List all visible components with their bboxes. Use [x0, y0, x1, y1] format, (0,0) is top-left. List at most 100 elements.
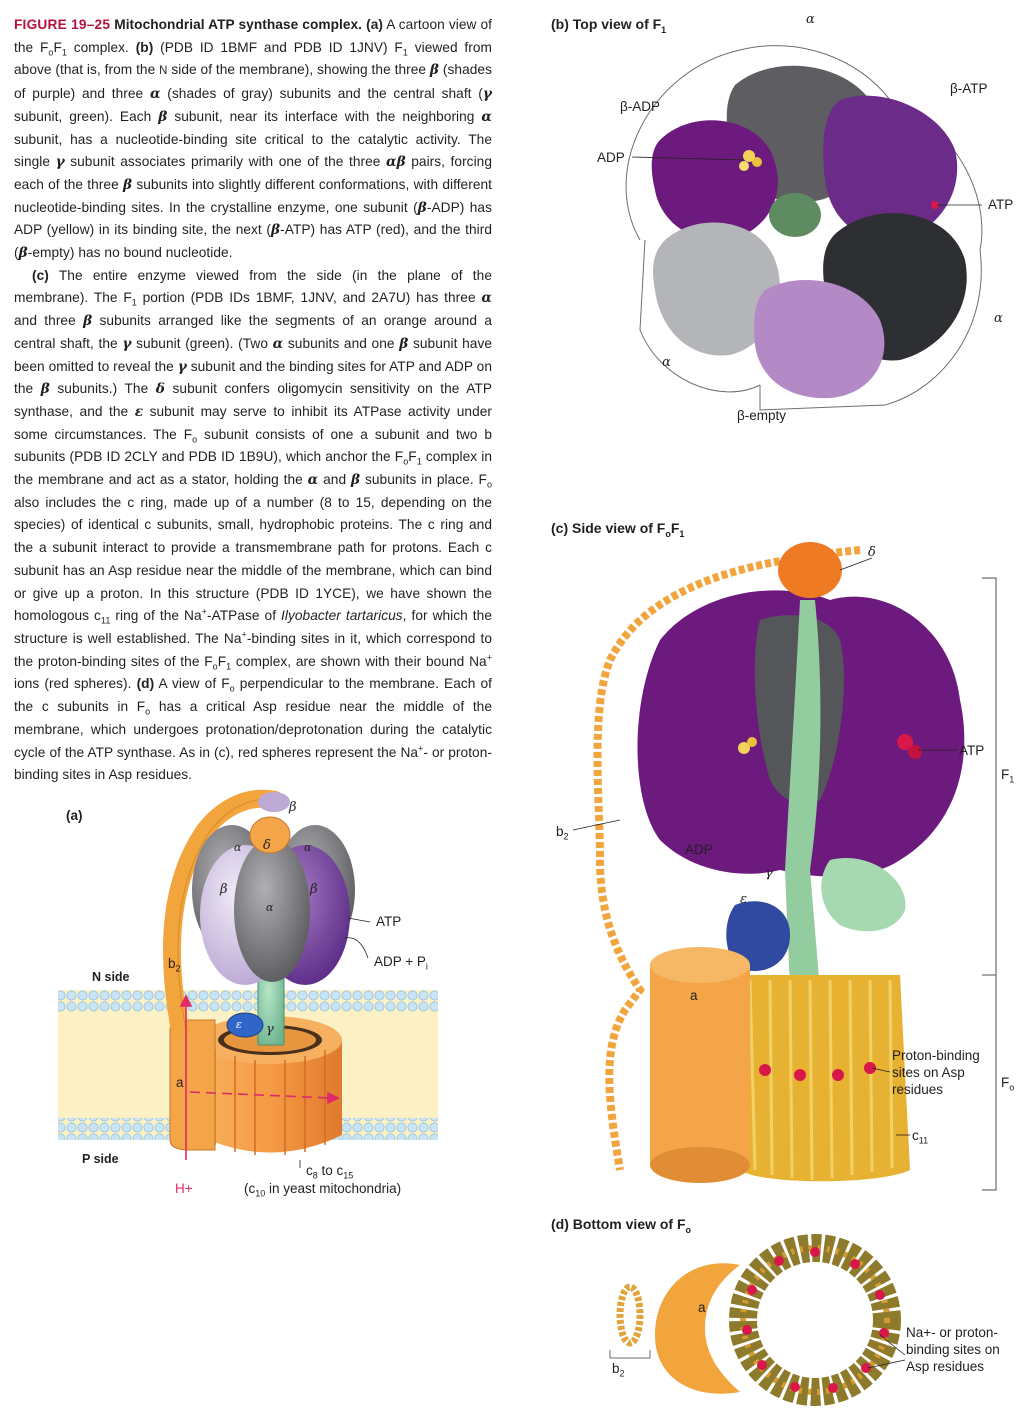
greek-symbol: β — [417, 199, 427, 216]
label-beta-adp: β-ADP — [620, 99, 660, 114]
subscript: 15 — [343, 1170, 354, 1181]
label-binding-sites-bottom: Na+- or proton-binding sites on Asp resi… — [906, 1325, 1000, 1374]
caption-text: complex. — [66, 39, 129, 55]
label-atp-top: ATP — [988, 197, 1014, 212]
label-a-side: a — [690, 988, 698, 1003]
caption-text: -empty) has no bound nucleotide. — [27, 245, 233, 261]
caption-text: - or proton-binding sites in Asp residue… — [14, 744, 492, 783]
greek-symbol: α — [481, 290, 492, 307]
greek-symbol: β — [350, 472, 361, 489]
subscript: 1 — [679, 528, 685, 539]
c-ring-bottom — [729, 1234, 901, 1406]
caption-text: subunit, near its interface with the nei… — [167, 108, 482, 124]
a-subunit-crescent — [655, 1263, 740, 1394]
figure-label: FIGURE 19–25 — [14, 17, 111, 32]
label-beta-atp: β-ATP — [950, 81, 988, 96]
caption-text: subunits and one — [283, 335, 400, 351]
label-text: F — [1001, 767, 1010, 782]
greek-symbol: α — [481, 108, 492, 125]
label-atp: ATP — [376, 914, 402, 929]
caption-text: The entire enzyme viewed from the side (… — [14, 267, 492, 306]
caption-text: complex, are shown with their bound Na — [231, 653, 487, 669]
label-beta-right: β — [310, 882, 318, 897]
panel-tag-a: (a) — [366, 17, 383, 32]
label-text: β-empty — [737, 408, 787, 423]
panel-c-title: (c) Side view of FoF1 — [551, 520, 685, 539]
label-fo: Fo — [1001, 1075, 1014, 1092]
proton-path — [179, 994, 340, 1160]
delta-subunit — [778, 542, 842, 598]
superscript: + — [241, 629, 247, 640]
caption-text: -ATP) has ATP (red), and the third ( — [14, 222, 492, 261]
label-c-ring-yeast: (c10 in yeast mitochondria) — [244, 1181, 402, 1199]
label-text: β-ADP — [620, 99, 661, 114]
caption-text: -ATPase of — [206, 608, 282, 624]
greek-symbol: α — [272, 335, 284, 352]
label-adp-side: ADP — [685, 842, 713, 857]
panel-tag-c: (c) — [32, 267, 49, 283]
caption-text: viewed from above (that is, from the — [14, 39, 492, 78]
gamma-subunit-center — [769, 193, 821, 237]
caption-text: subunit, has a nucleotide-binding site c… — [14, 131, 492, 170]
label-text: to c — [317, 1163, 344, 1178]
alpha-subunit-left — [653, 222, 780, 356]
label-text: in yeast mitochondria) — [265, 1181, 402, 1196]
label-alpha-right: α — [994, 311, 1003, 326]
caption-text: subunit consists of one a subunit and tw… — [14, 426, 492, 465]
greek-symbol: β — [122, 176, 133, 193]
label-proton-binding-sites: Proton-binding sites on Asp residues — [892, 1048, 980, 1097]
label-b2-bottom: b2 — [612, 1361, 625, 1378]
subscript: 10 — [255, 1188, 266, 1199]
caption-text: (shades of purple) and three — [14, 62, 492, 102]
label-beta-top: β — [289, 800, 297, 815]
label-delta: δ — [263, 838, 271, 853]
label-adp-top: ADP — [597, 150, 625, 165]
subscript: 11 — [100, 616, 111, 627]
caption-paragraph-1: FIGURE 19–25 Mitochondrial ATP synthase … — [14, 17, 493, 262]
greek-symbol: β — [83, 313, 93, 330]
label-h-plus: H+ — [175, 1181, 193, 1196]
label-a-subunit: a — [176, 1075, 184, 1090]
caption-text: perpendicular to the membrane. Each of t… — [14, 676, 492, 715]
caption-text: subunits in place. F — [360, 472, 487, 488]
greek-symbol: β — [18, 245, 28, 262]
superscript: + — [486, 652, 492, 663]
b2-helix-bottom — [616, 1283, 644, 1347]
caption-text: side of the membrane), showing the three — [167, 62, 430, 78]
subscript: 1 — [226, 661, 232, 672]
adp-side — [738, 737, 757, 754]
subscript: o — [403, 457, 409, 468]
panel-d-title-text: (d) Bottom view of F — [551, 1216, 686, 1232]
subscript: 1 — [61, 47, 67, 58]
label-b2: b2 — [168, 956, 181, 973]
subscript: o — [486, 479, 493, 490]
caption-text: also includes the c ring, made up of a n… — [14, 494, 492, 624]
greek-symbol: αβ — [385, 154, 406, 171]
label-delta-side: δ — [868, 545, 876, 560]
label-alpha-right: α — [304, 841, 312, 854]
greek-symbol: β — [399, 335, 409, 352]
caption-text: has a critical Asp residue near the midd… — [14, 699, 492, 760]
greek-symbol: δ — [155, 381, 165, 398]
label-text: (c — [244, 1181, 256, 1196]
label-b2-text: b — [168, 956, 176, 971]
atp-molecule — [931, 201, 939, 209]
caption-text: subunit have been omitted to reveal the — [14, 335, 492, 374]
small-caps-text: N — [159, 65, 168, 78]
subscript: 1 — [402, 47, 408, 58]
greek-symbol: β — [271, 222, 281, 239]
caption-text: A view of F — [154, 676, 230, 692]
panel-c-title-text: F — [670, 520, 680, 536]
superscript: + — [418, 742, 424, 753]
caption-text: subunit and the binding sites for ATP an… — [14, 358, 492, 397]
caption-text: , for which the structure is well establ… — [14, 608, 492, 646]
superscript: + — [201, 606, 207, 617]
label-c11: c11 — [912, 1128, 928, 1145]
caption-text: -binding sites in it, which correspond t… — [14, 630, 492, 669]
panel-d-title: (d) Bottom view of Fo — [551, 1216, 691, 1234]
caption-text: ring of the Na — [110, 608, 202, 624]
caption-text: and three — [14, 313, 84, 329]
caption-text: subunits.) The — [49, 381, 156, 397]
